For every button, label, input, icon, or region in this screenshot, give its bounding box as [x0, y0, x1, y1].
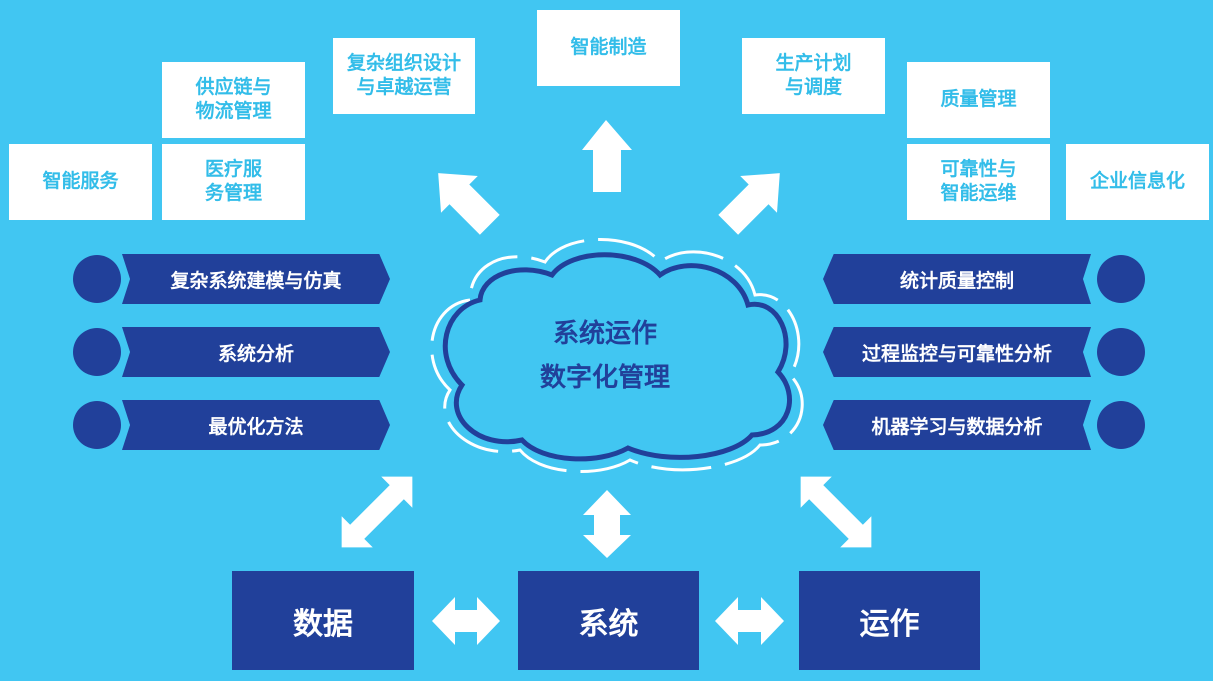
arrow-double-left-diagonal	[341, 476, 413, 548]
left-dot-2	[73, 328, 121, 376]
box-supply-chain-line2: 物流管理	[195, 100, 272, 122]
right-banner-2: 过程监控与可靠性分析	[823, 327, 1091, 377]
left-banner-1-label: 复杂系统建模与仿真	[170, 269, 342, 292]
box-data: 数据	[232, 571, 414, 670]
arrow-up-center	[582, 120, 632, 192]
box-system: 系统	[518, 571, 699, 670]
cloud-body	[442, 252, 792, 462]
left-banner-2-label: 系统分析	[217, 342, 294, 365]
box-smart-service: 智能服务	[9, 144, 152, 220]
left-banner-1: 复杂系统建模与仿真	[122, 254, 390, 304]
cloud-title-line2: 数字化管理	[539, 363, 670, 393]
box-supply-chain: 供应链与 物流管理	[162, 62, 305, 138]
right-banner-3-label: 机器学习与数据分析	[871, 415, 1043, 438]
left-dot-1	[73, 255, 121, 303]
box-quality-management: 质量管理	[907, 62, 1050, 138]
box-smart-manufacturing: 智能制造	[537, 10, 680, 86]
box-data-label: 数据	[293, 606, 353, 642]
box-complex-org-design: 复杂组织设计 与卓越运营	[333, 38, 475, 114]
arrow-double-vertical	[583, 490, 631, 558]
arrow-up-left	[438, 173, 500, 235]
box-operation: 运作	[799, 571, 980, 670]
left-banner-3: 最优化方法	[122, 400, 390, 450]
right-banner-2-label: 过程监控与可靠性分析	[861, 342, 1052, 365]
right-dot-3	[1097, 401, 1145, 449]
right-banner-1-label: 统计质量控制	[899, 269, 1014, 292]
right-banner-3: 机器学习与数据分析	[823, 400, 1091, 450]
arrow-double-right-diagonal	[800, 476, 872, 548]
box-quality-management-label: 质量管理	[940, 88, 1017, 111]
arrow-double-horizontal-right	[715, 597, 784, 645]
box-reliability: 可靠性与 智能运维	[907, 144, 1050, 220]
box-operation-label: 运作	[859, 606, 920, 642]
box-complex-org-design-line2: 与卓越运营	[356, 76, 452, 98]
box-enterprise-info: 企业信息化	[1066, 144, 1209, 220]
box-supply-chain-line1: 供应链与	[195, 76, 272, 99]
cloud-outer-outline	[430, 238, 804, 473]
box-production-planning-line1: 生产计划	[775, 52, 852, 75]
right-dot-2	[1097, 328, 1145, 376]
box-medical-service-line2: 务管理	[204, 182, 262, 204]
left-dot-3	[73, 401, 121, 449]
box-production-planning: 生产计划 与调度	[742, 38, 885, 114]
box-production-planning-line2: 与调度	[784, 76, 842, 98]
box-system-label: 系统	[578, 606, 639, 642]
arrow-up-right	[718, 173, 780, 235]
box-enterprise-info-label: 企业信息化	[1089, 170, 1185, 193]
arrow-double-horizontal-left	[432, 597, 500, 645]
box-reliability-line1: 可靠性与	[940, 158, 1017, 181]
box-smart-service-label: 智能服务	[42, 170, 119, 193]
box-medical-service-line1: 医疗服	[204, 158, 262, 181]
left-banner-2: 系统分析	[122, 327, 390, 377]
cloud-title-line1: 系统运作	[552, 319, 657, 349]
box-smart-manufacturing-label: 智能制造	[570, 36, 647, 59]
left-banner-3-label: 最优化方法	[208, 415, 304, 438]
right-banner-1: 统计质量控制	[823, 254, 1091, 304]
right-dot-1	[1097, 255, 1145, 303]
box-reliability-line2: 智能运维	[940, 182, 1017, 204]
box-medical-service: 医疗服 务管理	[162, 144, 305, 220]
box-complex-org-design-line1: 复杂组织设计	[346, 52, 461, 75]
